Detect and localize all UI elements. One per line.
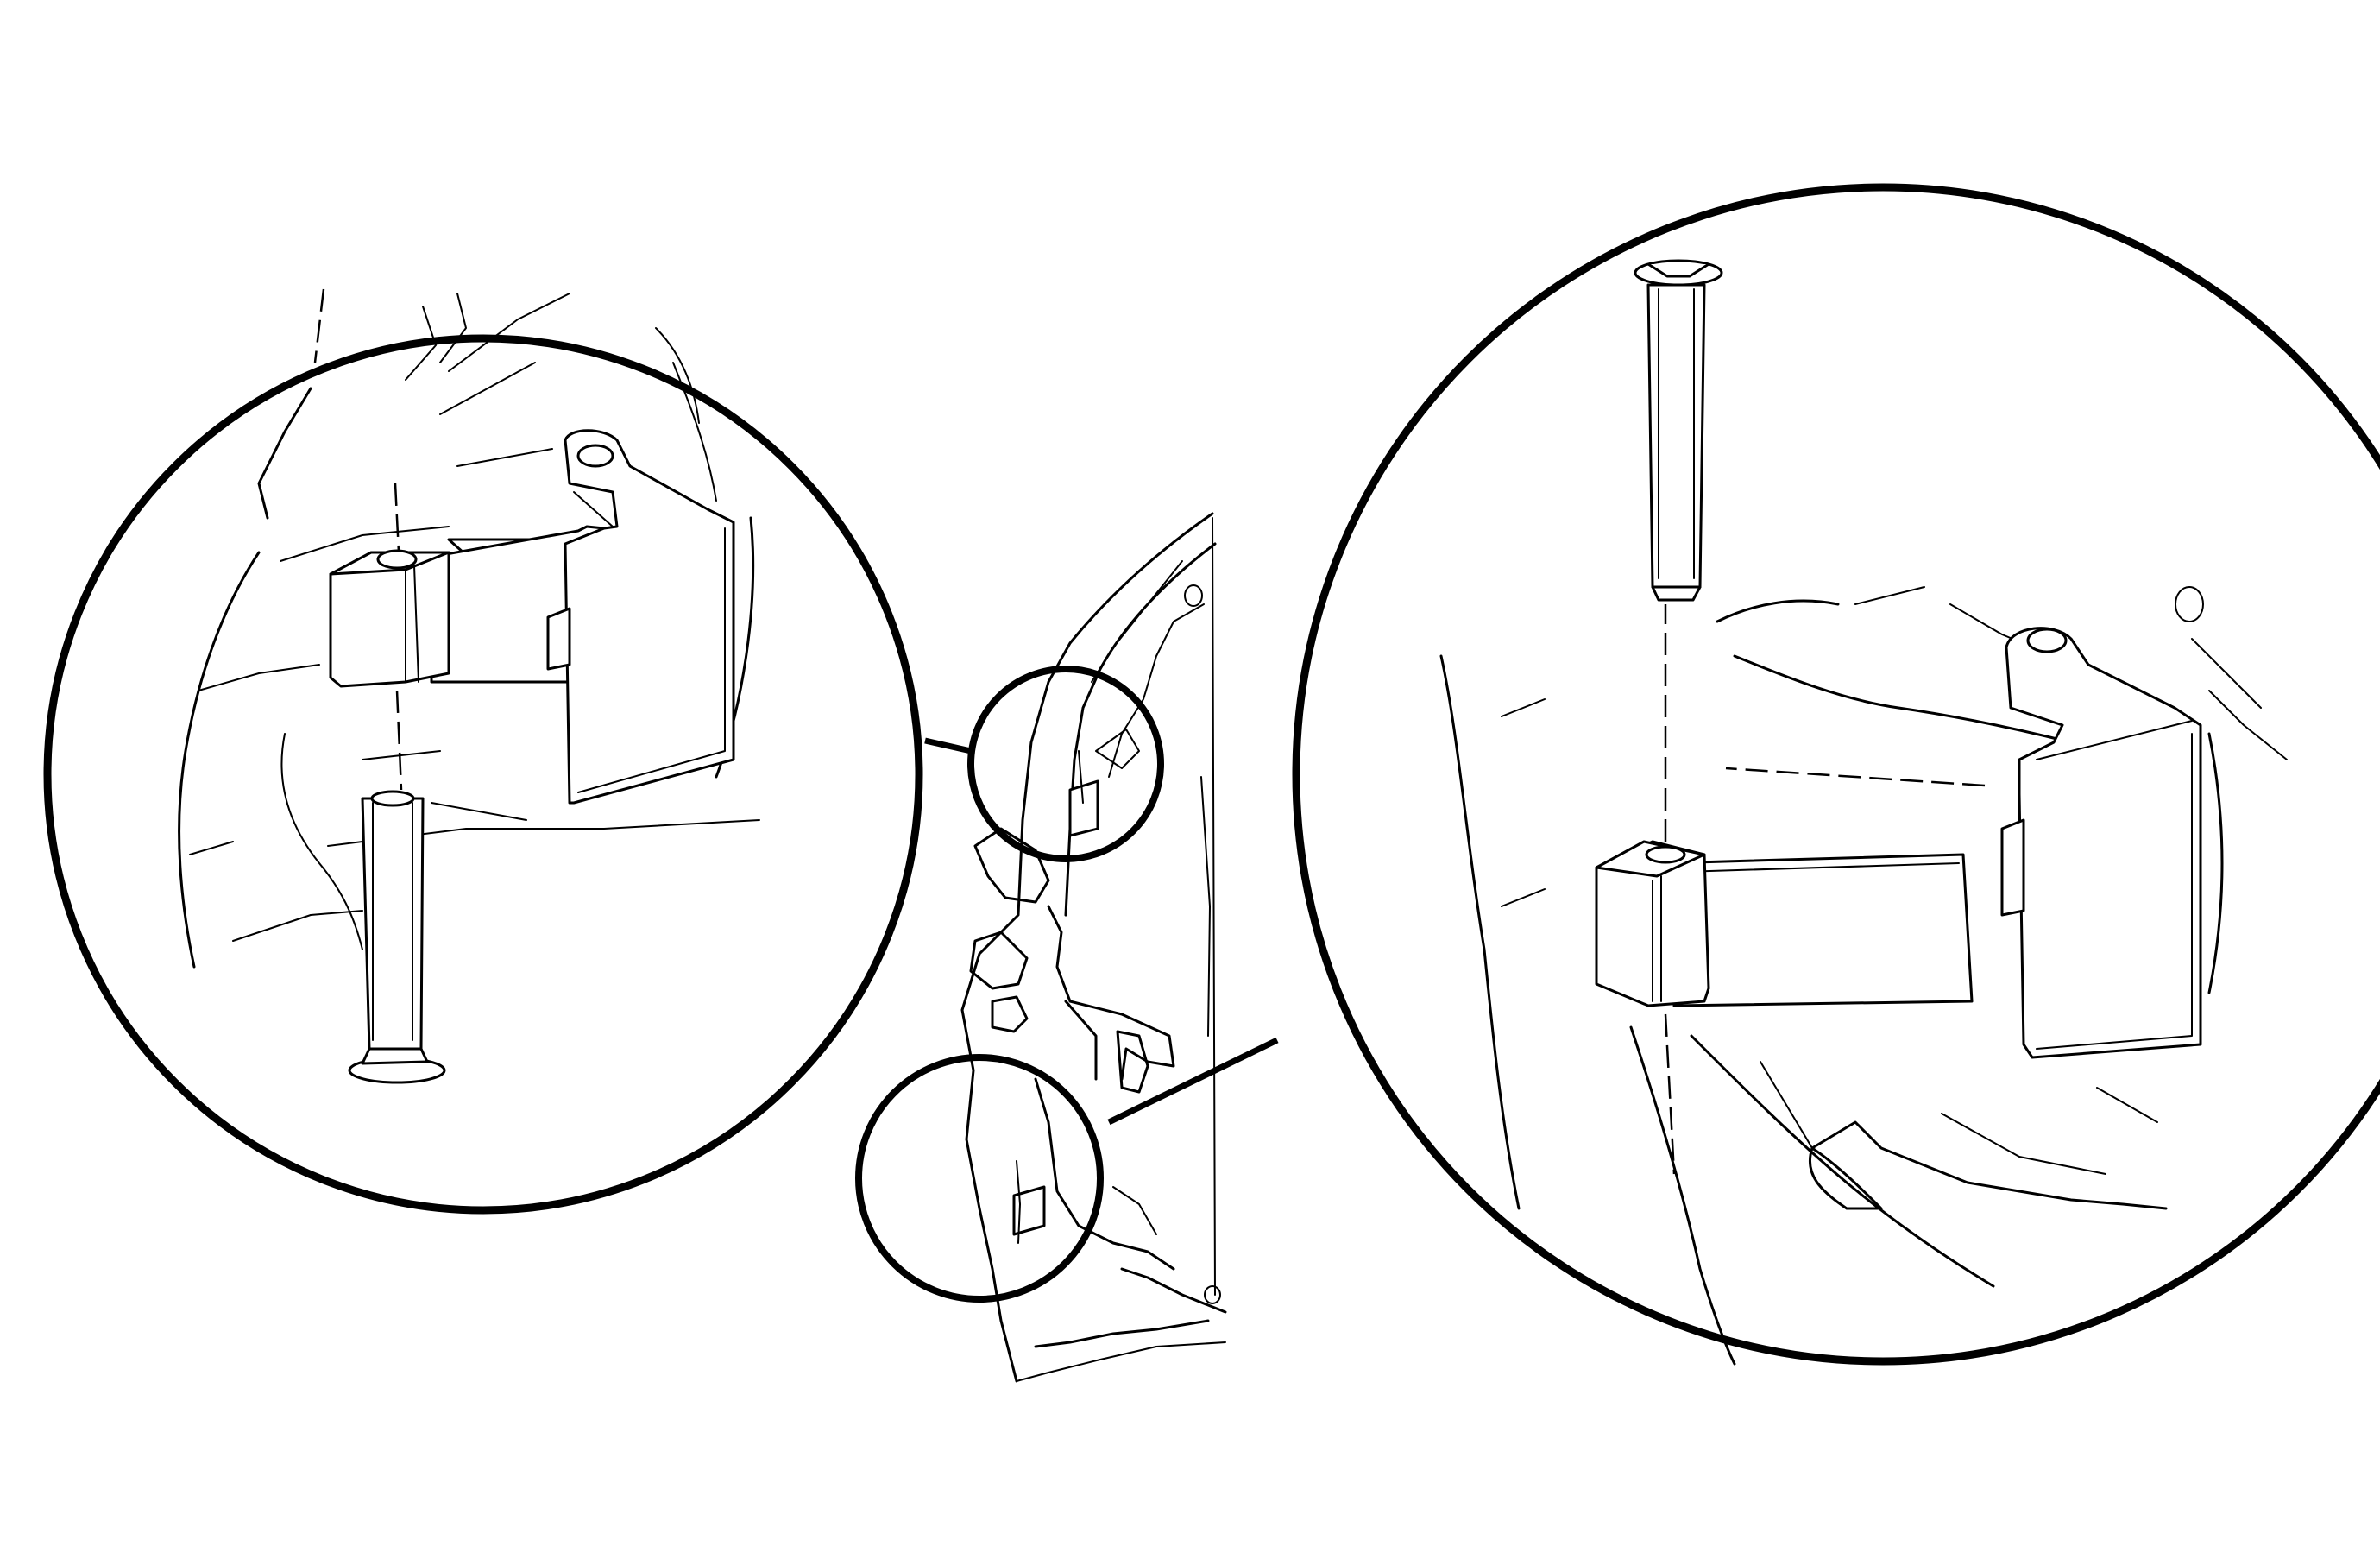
door-pillar-overview	[960, 512, 1227, 1383]
lower-hinge-detail	[1439, 259, 2288, 1366]
upper-hinge-detail-ring	[43, 334, 923, 1215]
upper-hinge-detail	[178, 288, 760, 1084]
upper-leader-line	[924, 737, 972, 754]
lower-hinge-detail-ring	[1292, 183, 2380, 1366]
upper-hinge-callout-ring	[967, 666, 1164, 862]
lower-hinge-callout-ring	[855, 1054, 1104, 1303]
lower-leader-line	[1107, 1037, 1279, 1126]
